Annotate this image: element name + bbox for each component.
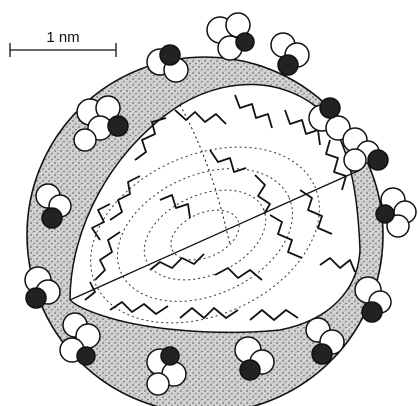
- scale-bar-label: 1 nm: [46, 29, 79, 46]
- headgroup-molecule: [271, 33, 309, 75]
- headgroup-molecule: [207, 13, 254, 60]
- scale-bar: 1 nm: [10, 29, 116, 57]
